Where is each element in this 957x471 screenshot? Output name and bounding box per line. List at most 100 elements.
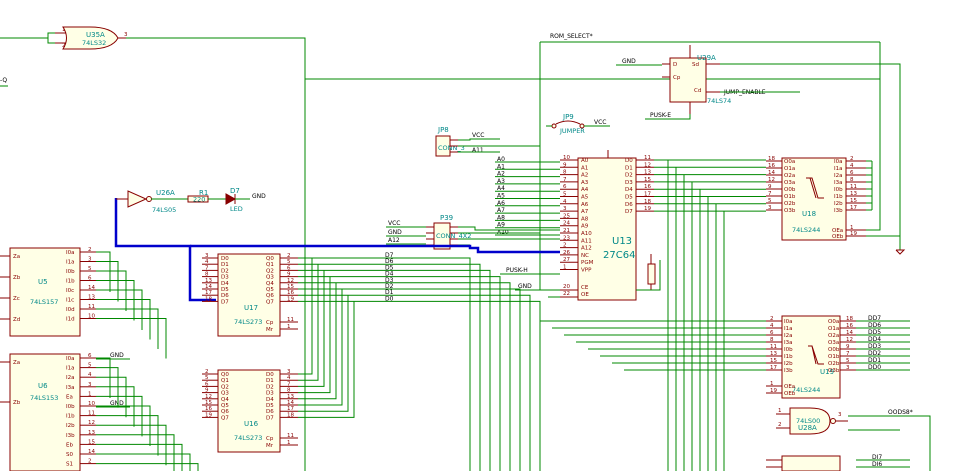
u18-ref: U18 bbox=[802, 210, 816, 218]
u16-pin-name: Q5 bbox=[221, 403, 229, 409]
u13-oe: OE bbox=[581, 292, 589, 298]
u18-pin-name: O1b bbox=[784, 194, 796, 200]
u16-mr-num: 1 bbox=[287, 440, 291, 446]
u5-pin-num: 3 bbox=[88, 257, 92, 263]
u5-pin-name: I1d bbox=[66, 317, 75, 323]
u6-pin-name: I1b bbox=[66, 414, 75, 420]
u18-pin-num: 17 bbox=[850, 205, 857, 211]
u6-pin-num: 15 bbox=[88, 439, 95, 445]
u19-pin-num: 19 bbox=[770, 388, 777, 394]
net-oods8: OODS8* bbox=[888, 409, 913, 416]
u13-pin-num: 9 bbox=[563, 162, 567, 168]
u17-cp: Cp bbox=[266, 320, 274, 326]
u13-pin-num: 18 bbox=[644, 199, 651, 205]
u29a-cp: Cp bbox=[673, 75, 681, 81]
data-label: D3 bbox=[385, 277, 394, 284]
flipflop-u29a[interactable]: U29A 74LS74 D Cp Cd Sd bbox=[662, 45, 731, 114]
u19-pin-name: I0a bbox=[784, 319, 793, 325]
u16-pin-num: 17 bbox=[287, 406, 294, 412]
u5-pin-name: I0b bbox=[66, 269, 75, 275]
u19-pin-num: 13 bbox=[770, 351, 777, 357]
data-label: D2 bbox=[385, 283, 394, 290]
u13-pin-name: A2 bbox=[581, 173, 588, 179]
net-a12: A12 bbox=[388, 237, 400, 244]
connector-jp8[interactable]: JP8 CONN_3 bbox=[435, 126, 465, 157]
u13-pin-name: PGM bbox=[581, 260, 594, 266]
inverter-u26a[interactable]: U26A 74LS05 bbox=[116, 189, 176, 214]
u18-pin-num: 1 bbox=[850, 225, 854, 231]
u6-ref: U6 bbox=[38, 382, 48, 390]
gate-u35a[interactable]: 1 2 3 U35A 74LS32 bbox=[55, 26, 128, 50]
net-vcc-jp9: VCC bbox=[594, 119, 606, 126]
u18-pin-num: 12 bbox=[768, 177, 775, 183]
bottom-label: DI7 bbox=[872, 454, 882, 461]
ddata-label: DD6 bbox=[868, 322, 881, 329]
u17-pin-name: D2 bbox=[221, 268, 229, 274]
u35a-ref: U35A bbox=[86, 31, 105, 39]
u16-pin-name: Q6 bbox=[221, 409, 229, 415]
address-label: A0 bbox=[497, 156, 505, 163]
jumper-jp9[interactable]: JP9 JUMPER bbox=[551, 113, 585, 135]
u19-pin-name: O3b bbox=[828, 368, 840, 374]
u19-pin-name: O2a bbox=[828, 333, 839, 339]
u19-pin-name: I3b bbox=[784, 368, 793, 374]
u5-pin-num: 14 bbox=[88, 285, 95, 291]
u19-pin-num: 15 bbox=[770, 358, 777, 364]
net-vcc-jp8: VCC bbox=[472, 132, 484, 139]
u5-ref: U5 bbox=[38, 278, 48, 286]
u18-pin-name: I3b bbox=[834, 208, 843, 214]
u18-pin-name: I2a bbox=[834, 173, 843, 179]
u18-pin-name: O2b bbox=[784, 201, 796, 207]
u16-pin-num: 3 bbox=[287, 369, 291, 375]
u28a-pin3: 3 bbox=[838, 412, 842, 418]
u18-pin-num: 15 bbox=[850, 198, 857, 204]
u18-pin-name: O3b bbox=[784, 208, 796, 214]
u18-pin-name: OEb bbox=[832, 234, 844, 240]
u13-pin-num: 17 bbox=[644, 192, 651, 198]
u6-pin-name: Zb bbox=[13, 400, 21, 406]
u17-pin-num: 19 bbox=[287, 296, 294, 302]
u16-pin-num: 7 bbox=[287, 381, 291, 387]
led-d7[interactable]: D7 LED bbox=[225, 187, 243, 213]
u17-pin-name: Q0 bbox=[266, 256, 274, 262]
p39-ref: P39 bbox=[440, 214, 453, 222]
u19-pin-num: 14 bbox=[846, 330, 853, 336]
u6-pin-name: I3b bbox=[66, 433, 75, 439]
u17-pin-num: 16 bbox=[287, 290, 294, 296]
net-gnd-u6b: GND bbox=[110, 400, 124, 407]
u13-pin-name: A1 bbox=[581, 165, 588, 171]
u29a-sd: Sd bbox=[692, 62, 699, 68]
u6-pin-name: I1a bbox=[66, 366, 75, 372]
u18-pin-num: 14 bbox=[768, 170, 775, 176]
u19-pin-num: 3 bbox=[846, 365, 850, 371]
u13-pin-name: VPP bbox=[581, 268, 592, 274]
u17-pin-num: 12 bbox=[287, 278, 294, 284]
resistor-r1[interactable]: R1 220 bbox=[187, 189, 209, 204]
u16-pin-name: Q2 bbox=[221, 384, 229, 390]
data-label: D6 bbox=[385, 258, 394, 265]
connector-p39[interactable]: P39 CONN_4X2 bbox=[426, 214, 471, 250]
jp8-ref: JP8 bbox=[437, 126, 449, 134]
u16-value: 74LS273 bbox=[234, 434, 262, 442]
u16-pin-name: Q1 bbox=[221, 378, 229, 384]
u13-pin-num: 26 bbox=[563, 250, 570, 256]
u19-pin-num: 7 bbox=[846, 351, 850, 357]
u19-pin-name: I3a bbox=[784, 340, 793, 346]
gate-u28a[interactable]: 1 3 2 74LS00 U28A bbox=[776, 407, 848, 435]
u13-ce-num: 20 bbox=[563, 284, 570, 290]
u5-pin-num: 10 bbox=[88, 314, 95, 320]
u13-pin-name: A12 bbox=[581, 246, 592, 252]
data-label: D7 bbox=[385, 252, 394, 259]
u19-pin-num: 2 bbox=[770, 316, 774, 322]
